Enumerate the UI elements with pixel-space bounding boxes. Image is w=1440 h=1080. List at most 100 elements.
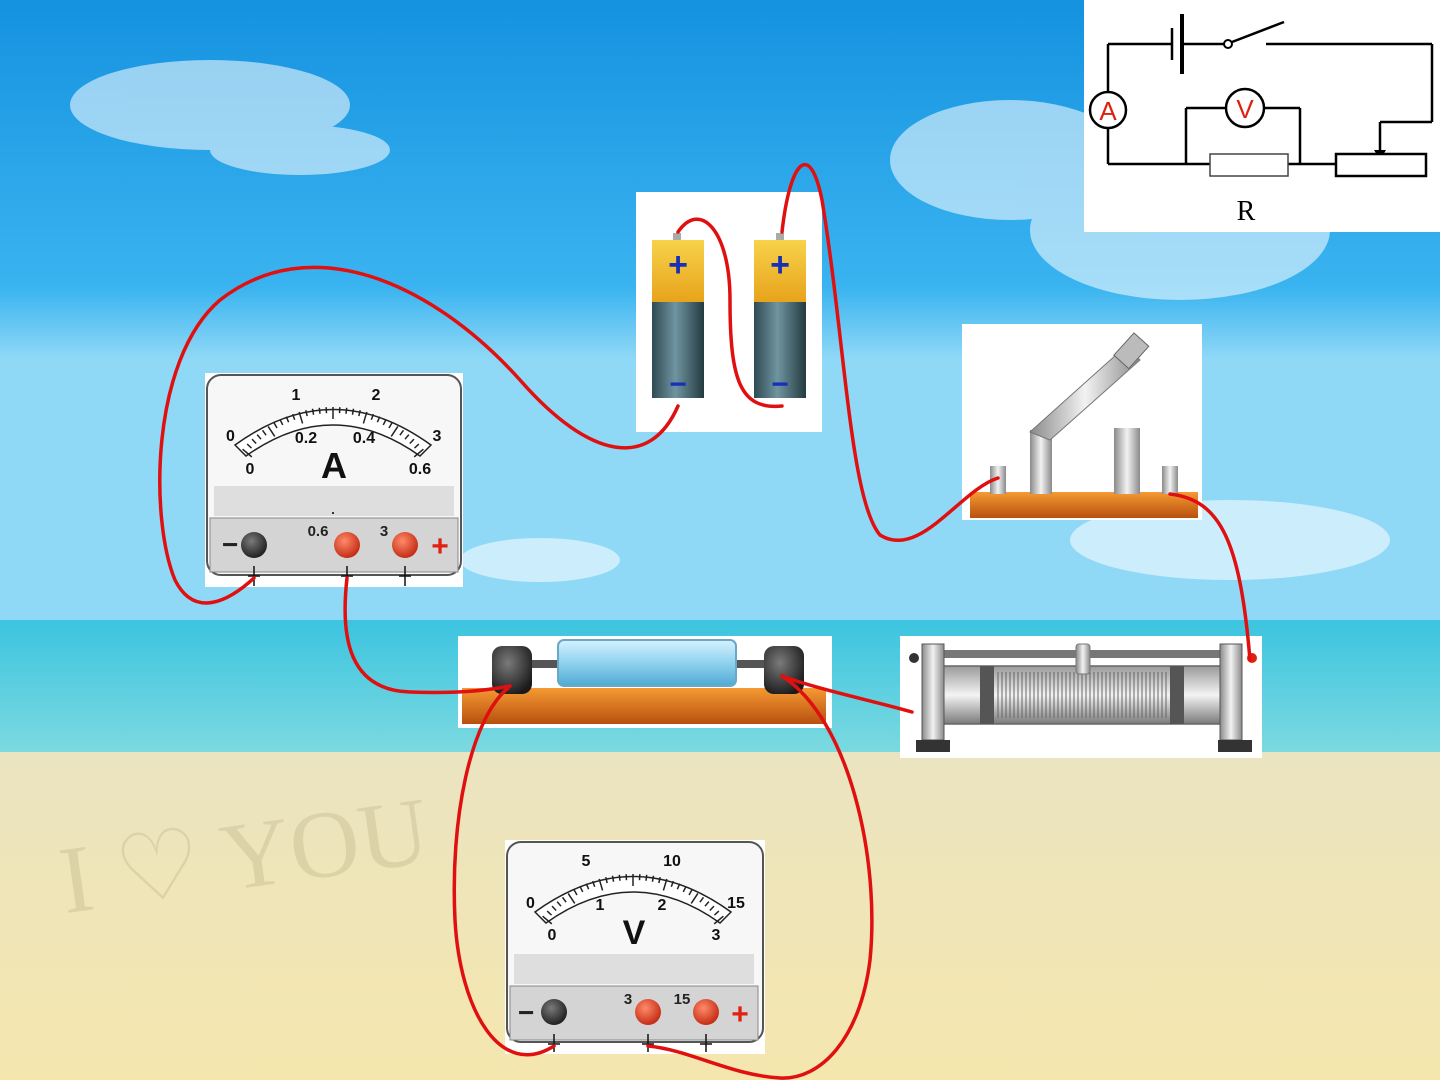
- ammeter-plus-sign: +: [431, 530, 449, 563]
- voltmeter-terminal-3[interactable]: [635, 999, 661, 1025]
- battery-plus-sign: +: [770, 246, 790, 284]
- scale-tick: [318, 407, 321, 414]
- resistor-terminal-left: [492, 646, 532, 694]
- ammeter-terminal-0.6[interactable]: [334, 532, 360, 558]
- circuit-schematic: A V R: [1084, 0, 1440, 232]
- scale-tick: [362, 411, 368, 424]
- switch-pivot: [1223, 39, 1233, 49]
- scale-tick: [688, 889, 693, 896]
- rheostat-band-left: [980, 666, 994, 724]
- ammeter-terminal-negative[interactable]: [241, 532, 267, 558]
- switch-handle: [1113, 332, 1150, 370]
- voltmeter-upper-tick-label: 5: [582, 853, 591, 870]
- switch-terminal-right: [1162, 466, 1178, 494]
- ammeter-upper-tick-label: 1: [292, 387, 301, 404]
- ammeter-minus-sign: −: [222, 529, 238, 560]
- resistor-symbol: [1209, 153, 1289, 177]
- voltmeter-upper-tick-label: 0: [526, 895, 535, 912]
- wire-resistor-to-rheostat[interactable]: [780, 674, 914, 714]
- scale-tick: [351, 408, 355, 415]
- rheostat[interactable]: [900, 636, 1262, 758]
- scale-tick: [305, 410, 308, 417]
- scale-tick: [285, 416, 290, 423]
- wires: [158, 162, 1252, 1080]
- voltmeter-lower-tick-label: 1: [596, 897, 605, 914]
- scale-tick: [311, 408, 315, 415]
- wire-battery-to-ammeter[interactable]: [158, 265, 680, 605]
- scale-tick: [261, 429, 267, 436]
- voltmeter-symbol: V: [1224, 87, 1266, 129]
- rheostat-slider[interactable]: [1075, 643, 1091, 675]
- scale-tick: [388, 422, 393, 429]
- scale-tick: [399, 429, 405, 436]
- resistor-component[interactable]: [458, 636, 832, 728]
- scale-tick: [682, 886, 687, 893]
- ammeter-upper-tick-label: 2: [372, 387, 381, 404]
- voltmeter-scale-arc: [533, 875, 733, 924]
- ammeter-unit-label: A: [321, 445, 347, 486]
- scale-tick: [598, 878, 604, 891]
- knife-switch[interactable]: [962, 324, 1202, 520]
- voltmeter-terminal-15[interactable]: [693, 999, 719, 1025]
- scale-tick: [413, 443, 420, 449]
- scale-tick: [573, 889, 578, 896]
- scale-tick: [579, 886, 584, 893]
- scale-tick: [591, 880, 596, 888]
- ammeter-scale-shadow: [214, 486, 454, 516]
- scale-tick: [670, 880, 675, 888]
- scale-tick: [699, 896, 705, 903]
- scale-tick: [376, 416, 381, 423]
- battery-plus-sign: +: [668, 246, 688, 284]
- wire-resistor-to-voltmeter-negative[interactable]: [452, 686, 556, 1057]
- switch-blade-bar: [1029, 345, 1141, 441]
- wire-ammeter-to-resistor[interactable]: [343, 576, 512, 695]
- voltmeter-lower-tick-label: 2: [658, 897, 667, 914]
- scale-tick: [542, 915, 553, 925]
- scale-tick: [291, 413, 296, 421]
- scale-tick: [645, 874, 648, 881]
- scale-tick: [404, 434, 410, 440]
- scale-tick: [345, 407, 348, 414]
- wire-between-batteries[interactable]: [676, 217, 784, 409]
- resistor-label: R: [1237, 196, 1256, 227]
- ammeter-terminal-3[interactable]: [392, 532, 418, 558]
- switch-hinge-post: [1030, 430, 1052, 494]
- battery-minus-sign: −: [771, 368, 789, 401]
- scale-tick: [567, 893, 576, 904]
- resistor-tube: [557, 639, 737, 687]
- scale-tick: [279, 419, 284, 426]
- scale-tick: [713, 915, 724, 925]
- scale-tick: [370, 413, 375, 421]
- battery-right: + −: [754, 233, 806, 401]
- ammeter-scale-arc: [233, 408, 433, 457]
- scale-tick: [251, 438, 257, 445]
- voltmeter-terminal-negative[interactable]: [541, 999, 567, 1025]
- scale-tick: [709, 905, 715, 912]
- voltmeter-lower-tick-label: 3: [712, 927, 721, 944]
- scale-tick: [676, 883, 681, 890]
- voltmeter-plus-sign: +: [731, 998, 749, 1031]
- ammeter-lower-tick-label: 0.6: [409, 461, 431, 478]
- voltmeter: 0 5 10 15 0 1 2 3 V − 3 15 +: [505, 840, 765, 1054]
- scale-tick: [246, 443, 253, 449]
- rheostat-end-left: [921, 643, 945, 741]
- switch-base: [970, 492, 1198, 518]
- scale-tick: [704, 901, 710, 907]
- ammeter: 0 1 2 3 0 0.2 0.4 0.6 A − 0.6 3 +: [205, 373, 463, 587]
- voltmeter-terminal-label: 15: [674, 991, 691, 1008]
- ammeter-lower-tick-label: 0: [246, 461, 255, 478]
- scale-tick: [413, 448, 424, 458]
- wire-battery-to-switch[interactable]: [780, 162, 1000, 543]
- voltmeter-upper-tick-label: 10: [663, 853, 681, 870]
- rheostat-band-right: [1170, 666, 1184, 724]
- voltmeter-unit-label: V: [623, 914, 646, 952]
- scale-tick: [273, 422, 278, 429]
- scale-tick: [267, 426, 276, 437]
- scale-tick: [605, 877, 608, 884]
- wire-switch-to-rheostat[interactable]: [1168, 492, 1252, 662]
- ammeter-upper-tick-label: 3: [433, 428, 442, 445]
- resistor-base: [462, 688, 826, 724]
- wire-resistor-to-voltmeter-3[interactable]: [646, 674, 874, 1080]
- scale-tick: [662, 878, 668, 891]
